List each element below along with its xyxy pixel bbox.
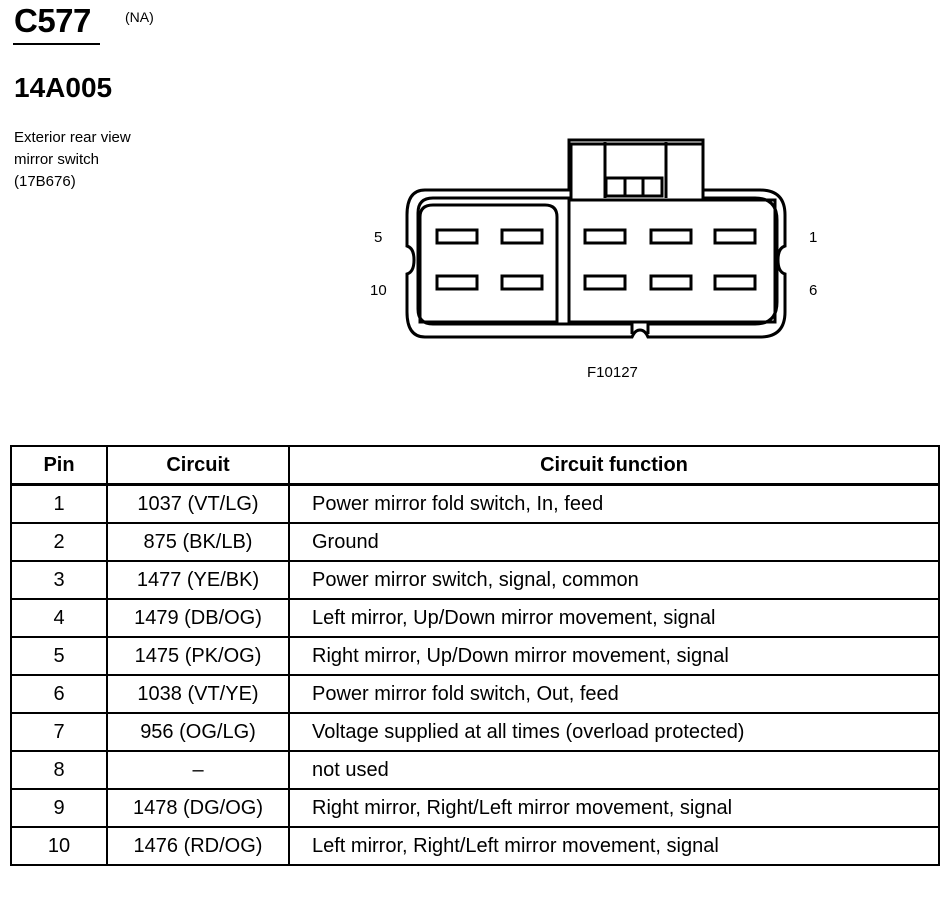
circuit-cell: 1037 (VT/LG): [106, 483, 290, 524]
table-row: 7 956 (OG/LG) Voltage supplied at all ti…: [10, 712, 940, 752]
pin-terminals: [435, 228, 757, 291]
connector-id-underline: [13, 43, 100, 45]
pin-terminal-2: [649, 228, 693, 245]
pin-terminal-6: [713, 274, 757, 291]
pin-label-6: 6: [809, 282, 818, 299]
table-row: 3 1477 (YE/BK) Power mirror switch, sign…: [10, 560, 940, 600]
function-cell: Right mirror, Up/Down mirror movement, s…: [288, 636, 940, 676]
connector-id: C577: [14, 2, 91, 39]
pin-cell: 6: [10, 674, 108, 714]
table-row: 8 – not used: [10, 750, 940, 790]
figure-id: F10127: [587, 364, 638, 381]
table-row: 9 1478 (DG/OG) Right mirror, Right/Left …: [10, 788, 940, 828]
description-line: mirror switch: [14, 151, 99, 168]
pin-terminal-8: [583, 274, 627, 291]
circuit-cell: 1038 (VT/YE): [106, 674, 290, 714]
function-cell: Left mirror, Up/Down mirror movement, si…: [288, 598, 940, 638]
pin-cell: 4: [10, 598, 108, 638]
pin-cell: 10: [10, 826, 108, 866]
pin-terminal-7: [649, 274, 693, 291]
left-cavity: [418, 203, 559, 324]
function-cell: Right mirror, Right/Left mirror movement…: [288, 788, 940, 828]
pin-label-10: 10: [370, 282, 387, 299]
circuit-cell: 1475 (PK/OG): [106, 636, 290, 676]
circuit-cell: 1476 (RD/OG): [106, 826, 290, 866]
function-cell: Left mirror, Right/Left mirror movement,…: [288, 826, 940, 866]
connector-inner-outline: [416, 142, 779, 334]
circuit-cell: 875 (BK/LB): [106, 522, 290, 562]
pin-label-1: 1: [809, 229, 818, 246]
right-cavity: [567, 198, 777, 324]
header-pin: Pin: [10, 445, 108, 486]
pin-cell: 9: [10, 788, 108, 828]
function-cell: Power mirror switch, signal, common: [288, 560, 940, 600]
header-circuit: Circuit: [106, 445, 290, 486]
table-row: 5 1475 (PK/OG) Right mirror, Up/Down mir…: [10, 636, 940, 676]
region-code: (NA): [125, 9, 154, 25]
pin-label-5: 5: [374, 229, 383, 246]
pin-terminal-1: [713, 228, 757, 245]
pin-cell: 8: [10, 750, 108, 790]
pinout-table: Pin Circuit Circuit function 1 1037 (VT/…: [10, 445, 940, 866]
circuit-cell: 1478 (DG/OG): [106, 788, 290, 828]
pin-terminal-4: [500, 228, 544, 245]
table-row: 4 1479 (DB/OG) Left mirror, Up/Down mirr…: [10, 598, 940, 638]
pin-cell: 5: [10, 636, 108, 676]
description-line: (17B676): [14, 173, 76, 190]
latch-tab: [604, 176, 664, 198]
table-row: 10 1476 (RD/OG) Left mirror, Right/Left …: [10, 826, 940, 866]
pin-cell: 1: [10, 483, 108, 524]
circuit-cell: 1479 (DB/OG): [106, 598, 290, 638]
function-cell: not used: [288, 750, 940, 790]
table-row: 2 875 (BK/LB) Ground: [10, 522, 940, 562]
pin-terminal-9: [500, 274, 544, 291]
pin-terminal-5: [435, 228, 479, 245]
pin-terminal-10: [435, 274, 479, 291]
pin-terminal-3: [583, 228, 627, 245]
part-number: 14A005: [14, 72, 113, 103]
component-description: Exterior rear view mirror switch (17B676…: [14, 127, 214, 193]
connector-face-diagram: [405, 138, 787, 339]
circuit-cell: 956 (OG/LG): [106, 712, 290, 752]
description-line: Exterior rear view: [14, 129, 131, 146]
pin-cell: 2: [10, 522, 108, 562]
circuit-cell: –: [106, 750, 290, 790]
table-row: 1 1037 (VT/LG) Power mirror fold switch,…: [10, 483, 940, 524]
pin-cell: 7: [10, 712, 108, 752]
function-cell: Power mirror fold switch, Out, feed: [288, 674, 940, 714]
function-cell: Voltage supplied at all times (overload …: [288, 712, 940, 752]
circuit-cell: 1477 (YE/BK): [106, 560, 290, 600]
table-header-row: Pin Circuit Circuit function: [10, 445, 940, 486]
pin-cell: 3: [10, 560, 108, 600]
header-function: Circuit function: [288, 445, 940, 486]
function-cell: Power mirror fold switch, In, feed: [288, 483, 940, 524]
connector-outer-shell: [405, 138, 787, 339]
table-row: 6 1038 (VT/YE) Power mirror fold switch,…: [10, 674, 940, 714]
function-cell: Ground: [288, 522, 940, 562]
